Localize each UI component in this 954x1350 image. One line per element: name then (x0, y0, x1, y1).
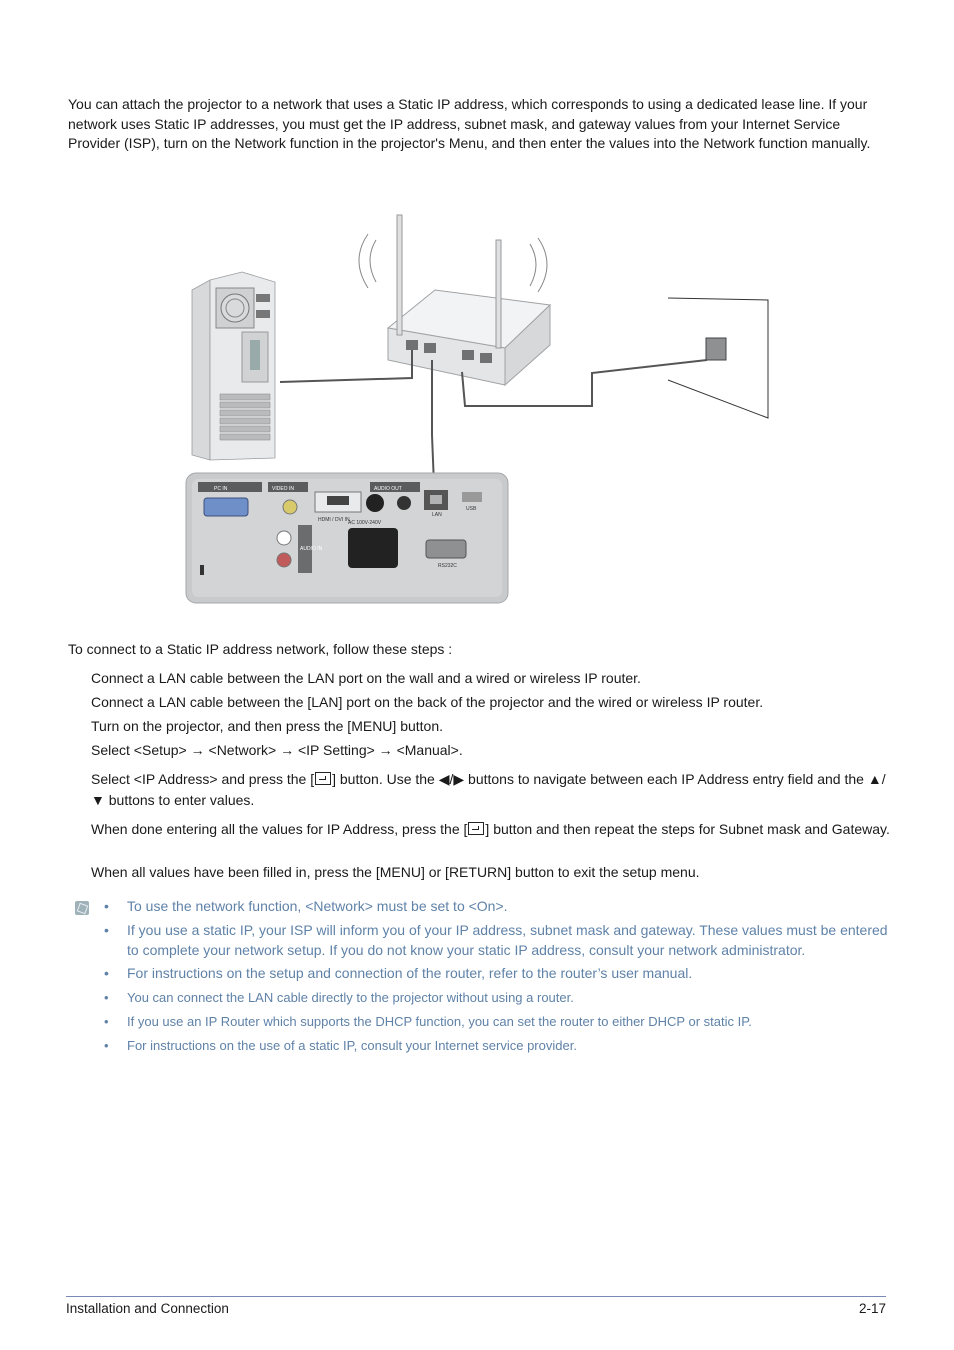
step-5-text-after: ] button. Use the ◀/▶ buttons to navigat… (91, 771, 886, 808)
label-audio-in: AUDIO IN (300, 546, 323, 552)
label-usb: USB (466, 506, 477, 512)
bullet: • (104, 965, 109, 981)
note-icon (75, 901, 89, 915)
step-5: Select <IP Address> and press the [] but… (91, 769, 891, 810)
bullet: • (104, 922, 109, 938)
note-text: If you use a static IP, your ISP will in… (127, 922, 888, 958)
note-text: If you use an IP Router which supports t… (127, 1014, 752, 1029)
step-3: Turn on the projector, and then press th… (91, 718, 444, 734)
label-hdmi: HDMI / DVI IN (318, 517, 350, 523)
bullet: • (104, 990, 109, 1005)
panel-labels: PC IN VIDEO IN AUDIO OUT HDMI / DVI IN A… (214, 486, 477, 569)
step-2: Connect a LAN cable between the [LAN] po… (91, 694, 764, 710)
note-item: • To use the network function, <Network>… (104, 897, 894, 917)
lan-cables (279, 350, 708, 486)
note-text: For instructions on the use of a static … (127, 1038, 577, 1053)
bullet: • (104, 1038, 109, 1053)
page-number: 2-17 (858, 1301, 886, 1316)
bullet: • (104, 1014, 109, 1029)
router-illustration (358, 214, 552, 387)
label-lan: LAN (432, 512, 442, 518)
note-text: You can connect the LAN cable directly t… (127, 990, 574, 1005)
label-rs232c: RS232C (438, 563, 457, 569)
enter-button-icon (315, 772, 332, 785)
enter-button-icon (468, 822, 485, 835)
note-item: • You can connect the LAN cable directly… (104, 988, 894, 1008)
network-connection-diagram: PC IN VIDEO IN AUDIO OUT HDMI / DVI IN A… (185, 214, 769, 604)
step-4: Select <Setup> → <Network> → <IP Setting… (91, 742, 463, 758)
note-item: • For instructions on the use of a stati… (104, 1036, 894, 1056)
note-item: • If you use a static IP, your ISP will … (104, 921, 894, 960)
footer-divider (66, 1296, 886, 1297)
label-video-in: VIDEO IN (272, 486, 294, 492)
intro-paragraph: You can attach the projector to a networ… (68, 96, 871, 151)
step-6: When done entering all the values for IP… (91, 819, 891, 840)
note-text: To use the network function, <Network> m… (127, 898, 508, 914)
label-pc-in: PC IN (214, 486, 228, 492)
bullet: • (104, 898, 109, 914)
projector-back-panel-illustration (185, 472, 509, 604)
step-1: Connect a LAN cable between the LAN port… (91, 670, 641, 686)
pc-tower-illustration (191, 271, 276, 461)
label-audio-out: AUDIO OUT (374, 486, 402, 492)
label-ac: AC 100V-240V (348, 520, 382, 526)
note-text: For instructions on the setup and connec… (127, 965, 693, 981)
steps-intro: To connect to a Static IP address networ… (68, 641, 453, 657)
wall-lan-port-illustration (667, 297, 769, 419)
footer-section-title: Installation and Connection (66, 1301, 229, 1316)
note-item: • For instructions on the setup and conn… (104, 964, 894, 984)
step-6-text-before: When done entering all the values for IP… (91, 821, 468, 837)
step-6-text-after: ] button and then repeat the steps for S… (485, 821, 890, 837)
step-5-text-before: Select <IP Address> and press the [ (91, 771, 315, 787)
note-item: • If you use an IP Router which supports… (104, 1012, 894, 1032)
step-7: When all values have been filled in, pre… (91, 864, 700, 880)
